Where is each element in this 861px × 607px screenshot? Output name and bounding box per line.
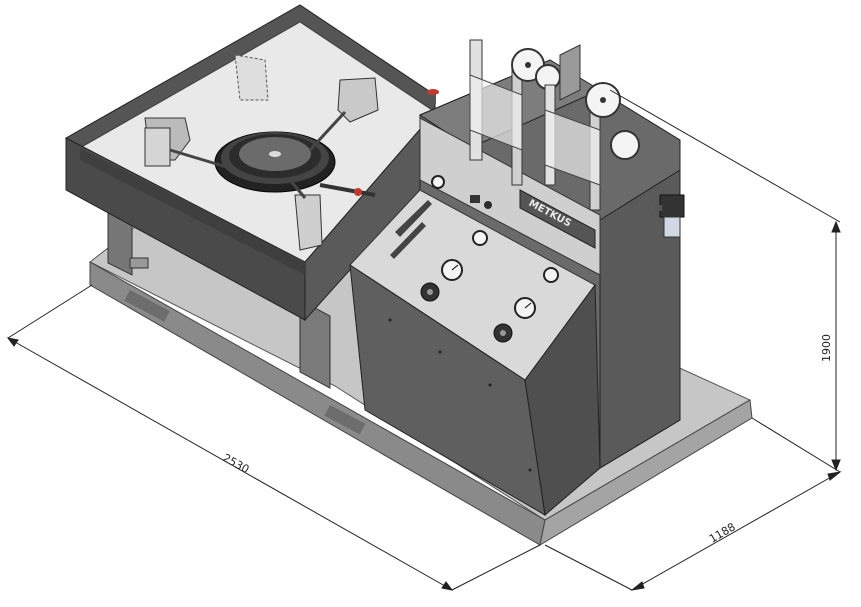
pressure-gauge: [543, 267, 559, 283]
pressure-gauge: [585, 82, 621, 118]
regulator-knob: [420, 282, 440, 302]
dimension-depth-label: 1188: [707, 520, 738, 545]
regulator-knob: [493, 323, 513, 343]
pressure-gauge: [472, 230, 488, 246]
button-icon: [484, 201, 492, 209]
table-legs: [107, 209, 331, 389]
air-filter-unit: [654, 194, 685, 238]
dimension-height-label: 1900: [820, 334, 833, 362]
dimension-length-label: 2530: [221, 451, 252, 476]
toggle-switch: [470, 195, 480, 203]
holder-arms: [144, 54, 379, 251]
turntable: [214, 131, 336, 193]
emergency-stop-knob: [427, 89, 439, 104]
pressure-gauge: [431, 175, 445, 189]
pressure-gauge: [441, 259, 463, 281]
dimension-lines: [6, 89, 842, 591]
slider-control: [390, 200, 432, 259]
pressure-gauge: [610, 130, 640, 160]
press-cylinders: [469, 39, 640, 211]
pressure-gauge: [514, 297, 536, 319]
panel-controls: [390, 175, 559, 343]
